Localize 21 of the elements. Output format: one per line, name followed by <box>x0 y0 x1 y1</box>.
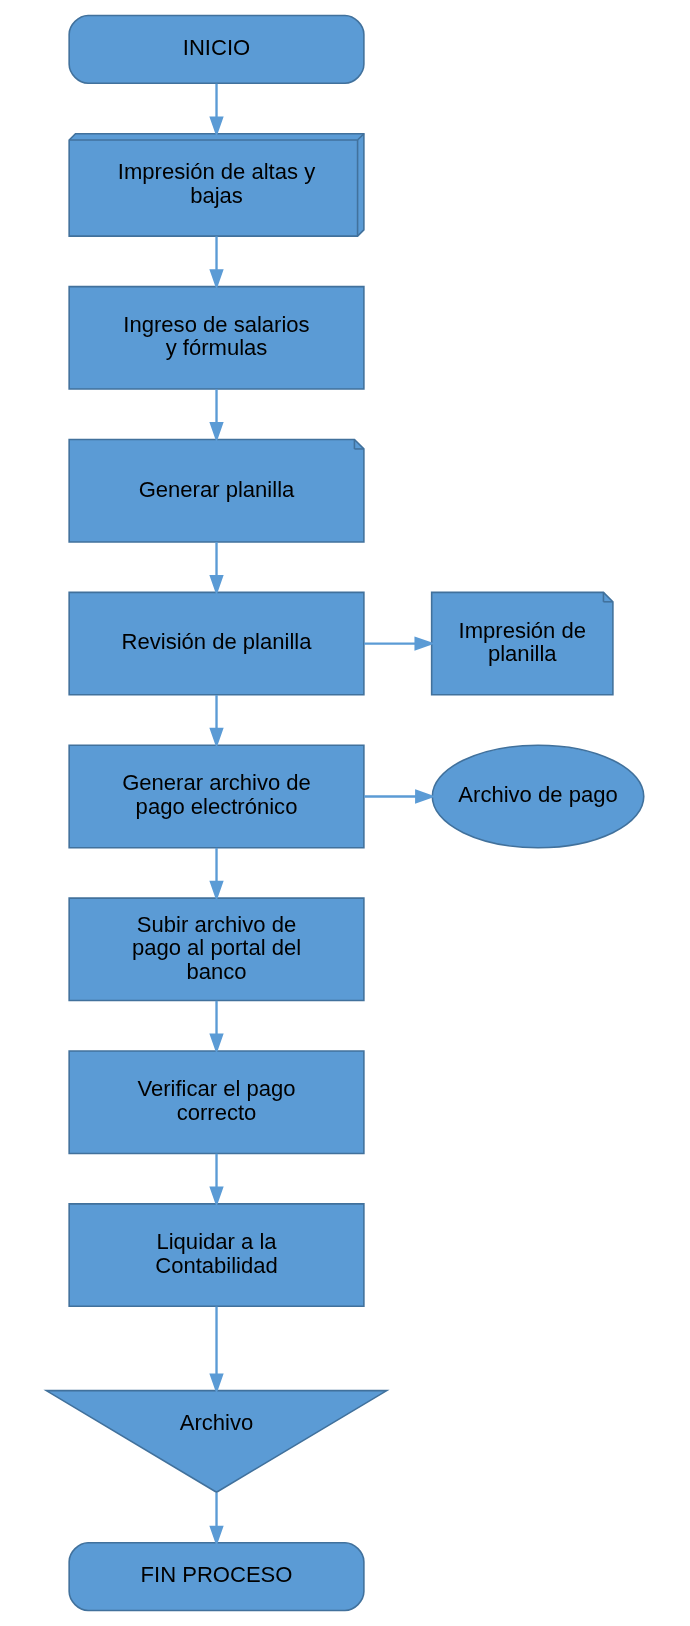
arrow <box>209 83 224 138</box>
node-box: Ingreso de salarios y fórmulas <box>68 285 365 390</box>
node-box: Generar archivo de pago electrónico <box>68 744 365 849</box>
node-box: Subir archivo de pago al portal del banco <box>68 897 365 1002</box>
arrow <box>209 1153 224 1207</box>
arrow <box>364 636 435 651</box>
node-ellipse: Archivo de pago <box>431 744 645 849</box>
arrow <box>209 695 224 749</box>
node-box: FIN PROCESO <box>68 1541 365 1612</box>
node-box: INICIO <box>68 14 365 85</box>
arrow <box>209 542 224 596</box>
arrow <box>364 789 436 804</box>
node-box: Verificar el pago correcto <box>68 1050 365 1155</box>
arrow <box>209 847 224 902</box>
arrow <box>209 1306 224 1394</box>
arrow <box>209 389 224 443</box>
arrow <box>209 1492 224 1547</box>
node-box: Revisión de planilla <box>68 591 365 696</box>
arrow <box>209 1000 224 1055</box>
arrow <box>209 236 224 290</box>
node-box: Liquidar a la Contabilidad <box>68 1203 365 1308</box>
